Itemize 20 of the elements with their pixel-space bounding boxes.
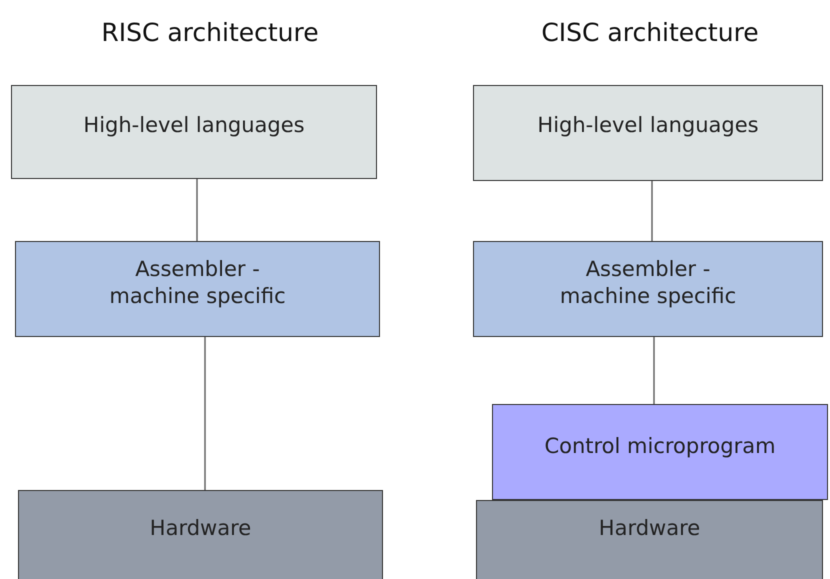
connector-line (196, 179, 198, 241)
column-heading: CISC architecture (541, 18, 759, 47)
connector-line (204, 337, 206, 490)
connector-line (653, 337, 655, 404)
layer-box (473, 85, 823, 181)
layer-label: Hardware (148, 515, 252, 542)
layer-box (473, 241, 823, 337)
connector-line (651, 181, 653, 241)
layer-label: High-level languages (536, 112, 760, 139)
layer-label: Assembler - machine specific (108, 256, 287, 310)
layer-label: Assembler - machine specific (558, 256, 738, 310)
layer-label: Hardware (598, 515, 702, 542)
layer-box (11, 85, 377, 179)
layer-box (18, 490, 383, 579)
layer-label: High-level languages (82, 112, 306, 139)
column-heading: RISC architecture (101, 18, 319, 47)
layer-box (492, 404, 828, 500)
layer-box (15, 241, 380, 337)
layer-label: Control microprogram (543, 433, 777, 460)
layer-box (476, 500, 823, 579)
